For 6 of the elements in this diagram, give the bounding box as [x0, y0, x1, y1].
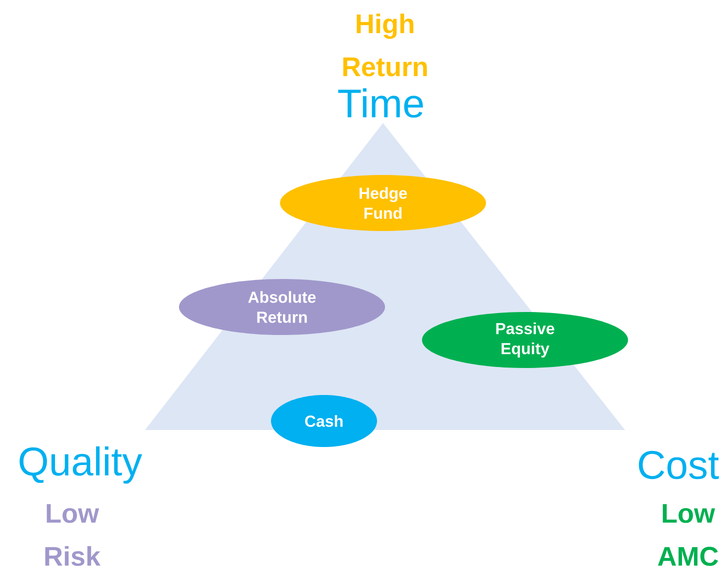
- axis-label: Quality: [20, 446, 142, 484]
- axis-note: High Return: [343, 14, 427, 76]
- axis-label: Time: [338, 88, 423, 118]
- axis-label: Cost: [638, 450, 719, 480]
- axis-note: Low Risk: [45, 504, 101, 566]
- axis-note: Low AMC: [658, 504, 718, 566]
